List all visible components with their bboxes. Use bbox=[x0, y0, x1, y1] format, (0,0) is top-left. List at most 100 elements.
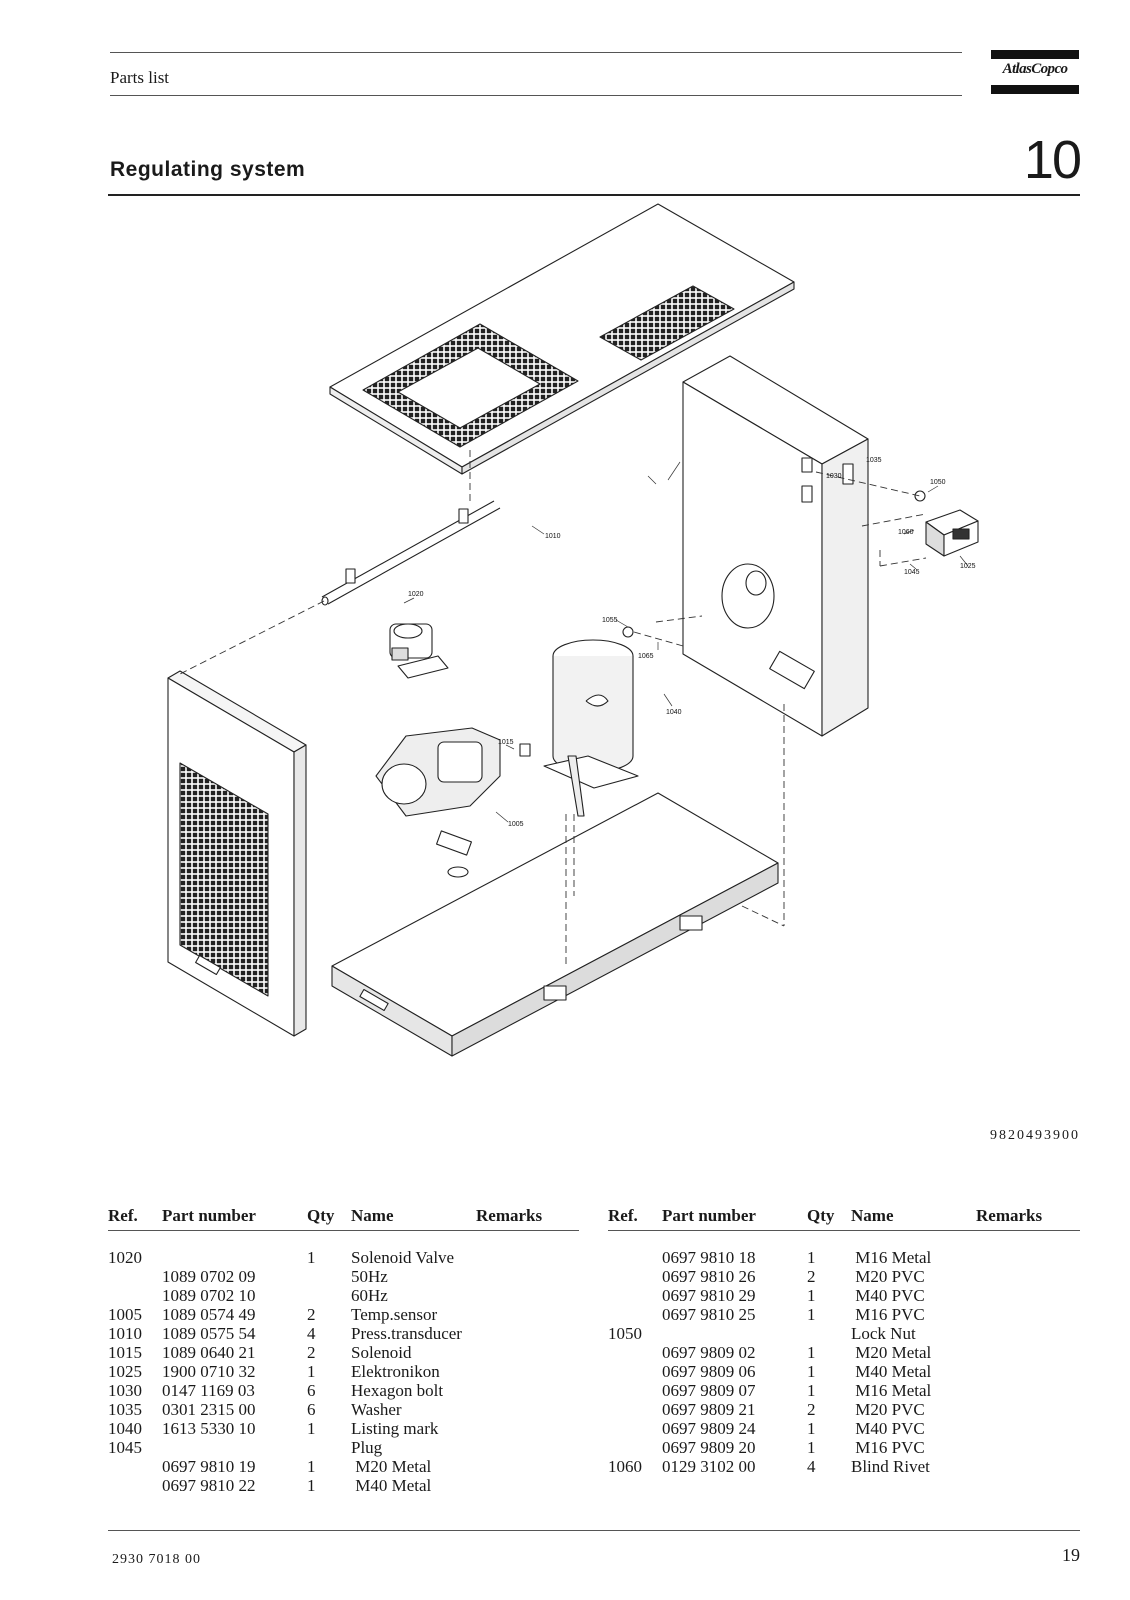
cell-name: M40 Metal bbox=[851, 1362, 932, 1381]
document-code: 2930 7018 00 bbox=[112, 1552, 201, 1567]
cell-ref: 1030 bbox=[108, 1381, 142, 1400]
callout-1040: 1045 bbox=[904, 569, 920, 576]
cell-ref: 1015 bbox=[108, 1343, 142, 1362]
cell-name: 60Hz bbox=[351, 1286, 388, 1305]
cell-part: 0697 9809 02 bbox=[662, 1343, 756, 1362]
cell-part: 1089 0575 54 bbox=[162, 1324, 256, 1343]
callout-1010: 1010 bbox=[545, 533, 561, 540]
header-ref-right: Ref. bbox=[608, 1206, 638, 1225]
cell-name: 50Hz bbox=[351, 1267, 388, 1286]
cell-name: Hexagon bolt bbox=[351, 1381, 444, 1400]
cell-qty: 4 bbox=[807, 1457, 816, 1476]
cell-part: 0697 9809 24 bbox=[662, 1419, 756, 1438]
cell-part: 0697 9809 06 bbox=[662, 1362, 756, 1381]
cell-ref: 1060 bbox=[608, 1457, 642, 1476]
page-number: 19 bbox=[1062, 1545, 1080, 1565]
cell-name: M16 Metal bbox=[851, 1248, 932, 1267]
cell-name: Temp.sensor bbox=[351, 1305, 438, 1324]
exploded-drawing-svg: 1010 1020 1015 1005 1035 1030 1050 1060 … bbox=[167, 203, 979, 1057]
cell-qty: 1 bbox=[807, 1438, 816, 1457]
cell-part: 1089 0574 49 bbox=[162, 1305, 256, 1324]
cell-qty: 1 bbox=[807, 1381, 816, 1400]
cell-ref: 1010 bbox=[108, 1324, 142, 1343]
cell-qty: 1 bbox=[807, 1419, 816, 1438]
callout-1015: 1015 bbox=[498, 739, 514, 746]
cell-qty: 6 bbox=[307, 1381, 316, 1400]
cell-qty: 1 bbox=[307, 1419, 316, 1438]
right-cabinet-panel bbox=[682, 355, 869, 737]
drawing-number: 9820493900 bbox=[990, 1128, 1080, 1143]
callout-1020: 1020 bbox=[408, 591, 424, 598]
elektronikon-controller bbox=[925, 509, 979, 557]
exploded-drawing: 1010 1020 1015 1005 1035 1030 1050 1060 … bbox=[108, 196, 1080, 1171]
logo-text: AtlasCopco bbox=[1002, 61, 1068, 77]
callout-1035: 1035 bbox=[866, 457, 882, 464]
compressor-element bbox=[375, 727, 501, 878]
cell-qty: 4 bbox=[307, 1324, 316, 1343]
cell-ref: 1040 bbox=[108, 1419, 142, 1438]
callout-1050: 1050 bbox=[930, 479, 946, 486]
cell-qty: 1 bbox=[307, 1248, 316, 1267]
cell-part: 0697 9809 07 bbox=[662, 1381, 756, 1400]
cell-part: 0697 9810 22 bbox=[162, 1476, 256, 1495]
callout-1025: 1025 bbox=[960, 563, 976, 570]
cell-qty: 2 bbox=[307, 1305, 316, 1324]
cell-part: 1089 0702 09 bbox=[162, 1267, 256, 1286]
callout-1005: 1005 bbox=[508, 821, 524, 828]
header-part-left: Part number bbox=[162, 1206, 256, 1225]
header-rule-right bbox=[608, 1230, 1080, 1231]
cell-name: M40 PVC bbox=[851, 1419, 925, 1438]
cell-name: Solenoid Valve bbox=[351, 1248, 455, 1267]
cell-name: Listing mark bbox=[351, 1419, 439, 1438]
cell-name: M20 PVC bbox=[851, 1400, 925, 1419]
cell-qty: 1 bbox=[807, 1305, 816, 1324]
section-title: Regulating system bbox=[110, 158, 306, 181]
cell-part: 0301 2315 00 bbox=[162, 1400, 256, 1419]
header-qty-left: Qty bbox=[307, 1206, 335, 1225]
cell-ref: 1005 bbox=[108, 1305, 142, 1324]
cell-qty: 1 bbox=[307, 1457, 316, 1476]
cell-name: M16 PVC bbox=[851, 1438, 925, 1457]
base-frame bbox=[331, 792, 779, 1057]
cell-part: 1613 5330 10 bbox=[162, 1419, 256, 1438]
header-bottom-rule bbox=[110, 95, 962, 96]
cell-name: M40 Metal bbox=[351, 1476, 432, 1495]
header-name-left: Name bbox=[351, 1206, 394, 1225]
cell-part: 0697 9809 20 bbox=[662, 1438, 756, 1457]
cell-part: 0697 9810 18 bbox=[662, 1248, 756, 1267]
cell-part: 1900 0710 32 bbox=[162, 1362, 256, 1381]
cell-part: 1089 0702 10 bbox=[162, 1286, 256, 1305]
cell-part: 1089 0640 21 bbox=[162, 1343, 256, 1362]
cell-name: Blind Rivet bbox=[851, 1457, 930, 1476]
cell-part: 0697 9810 29 bbox=[662, 1286, 756, 1305]
cell-qty: 1 bbox=[307, 1362, 316, 1381]
cell-qty: 1 bbox=[807, 1362, 816, 1381]
callout-1060: 1060 bbox=[898, 529, 914, 536]
cell-part: 0697 9809 21 bbox=[662, 1400, 756, 1419]
header-ref-left: Ref. bbox=[108, 1206, 138, 1225]
section-rule bbox=[108, 194, 1080, 196]
cell-qty: 1 bbox=[307, 1476, 316, 1495]
cell-name: Lock Nut bbox=[851, 1324, 916, 1343]
cell-part: 0697 9810 25 bbox=[662, 1305, 756, 1324]
cell-qty: 1 bbox=[807, 1248, 816, 1267]
cell-qty: 2 bbox=[807, 1267, 816, 1286]
cell-qty: 1 bbox=[807, 1286, 816, 1305]
rod bbox=[321, 500, 501, 606]
cell-name: Press.transducer bbox=[351, 1324, 462, 1343]
cell-name: M40 PVC bbox=[851, 1286, 925, 1305]
cell-name: M20 Metal bbox=[351, 1457, 432, 1476]
cell-name: Elektronikon bbox=[351, 1362, 440, 1381]
header-label: Parts list bbox=[110, 68, 170, 87]
header-name-right: Name bbox=[851, 1206, 894, 1225]
callout-1065: 1065 bbox=[638, 653, 654, 660]
cell-part: 0147 1169 03 bbox=[162, 1381, 255, 1400]
top-cover-panel bbox=[329, 203, 795, 475]
section-number: 10 bbox=[1023, 130, 1082, 190]
atlas-copco-logo: AtlasCopco bbox=[991, 50, 1079, 94]
callout-1055: 1055 bbox=[602, 617, 618, 624]
solenoid-valve-assembly bbox=[389, 623, 449, 679]
separator-vessel bbox=[543, 639, 639, 817]
header-rule-left bbox=[108, 1230, 579, 1231]
cell-name: Solenoid bbox=[351, 1343, 412, 1362]
